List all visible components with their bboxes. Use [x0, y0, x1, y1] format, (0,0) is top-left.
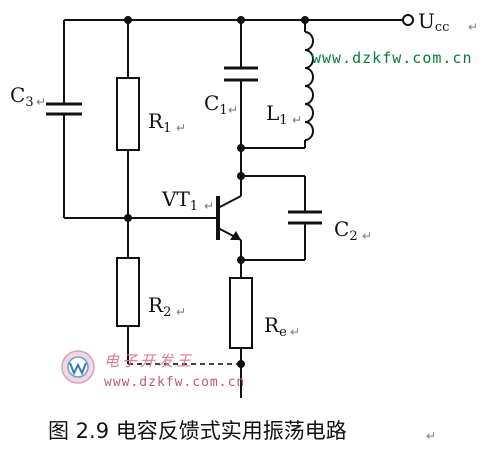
vt1-emitter-arrow	[230, 231, 241, 240]
paragraph-mark: ↵	[292, 113, 302, 127]
r1-resistor	[116, 77, 140, 151]
junction-dot	[237, 16, 245, 24]
re-resistor	[229, 277, 253, 349]
junction-dot	[237, 256, 245, 264]
watermark-url-top: www.dzkfw.com.cn	[312, 49, 473, 67]
paragraph-mark: ↵	[228, 103, 238, 117]
vt1-collector-lead	[217, 195, 242, 209]
paragraph-mark: ↵	[290, 325, 300, 339]
r2-label: R2	[148, 293, 171, 320]
paragraph-mark: ↵	[426, 429, 436, 443]
ucc-label: Ucc	[418, 9, 449, 35]
paragraph-mark: ↵	[204, 199, 214, 213]
c3-label: C3	[10, 83, 34, 110]
paragraph-mark: ↵	[36, 95, 46, 109]
paragraph-mark: ↵	[468, 20, 478, 34]
ucc-terminal	[402, 14, 414, 26]
c2-label: C2	[334, 217, 358, 244]
junction-dot	[237, 172, 245, 180]
l1-label: L1	[266, 101, 288, 128]
vt1-label: VT1	[161, 187, 198, 214]
watermark-brand-cn: 电子开发王	[104, 352, 194, 370]
watermark-logo-icon	[61, 350, 95, 384]
paragraph-mark: ↵	[176, 305, 186, 319]
r1-label: R1	[148, 109, 171, 136]
junction-dot	[124, 16, 132, 24]
figure-caption: 图 2.9 电容反馈式实用振荡电路	[48, 419, 347, 443]
paragraph-mark: ↵	[362, 229, 372, 243]
r2-resistor	[116, 257, 140, 327]
re-label: Re	[264, 313, 287, 340]
junction-dot	[301, 16, 309, 24]
l1-inductor	[304, 31, 314, 141]
c1-label: C1	[204, 91, 228, 118]
paragraph-mark: ↵	[176, 121, 186, 135]
junction-dot	[124, 214, 132, 222]
watermark-url-bottom: www.dzkfw.com.cn	[104, 375, 245, 390]
junction-dot	[237, 144, 245, 152]
junction-dot	[237, 360, 245, 368]
